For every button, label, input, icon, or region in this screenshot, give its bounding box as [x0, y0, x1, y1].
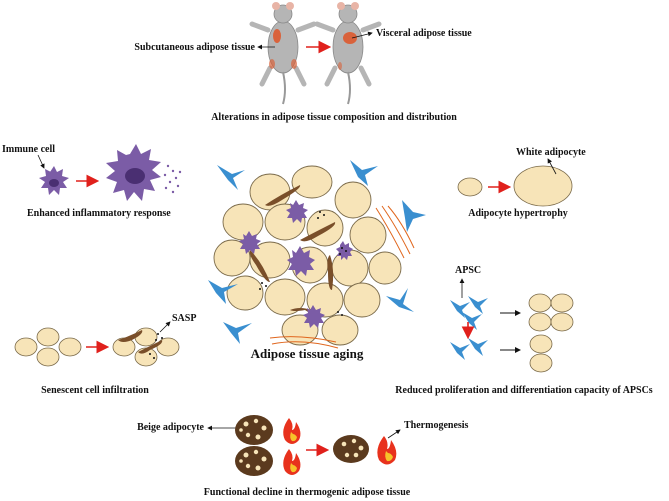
inflammation-caption: Enhanced inflammatory response [27, 208, 171, 219]
thermogenic-caption: Functional decline in thermogenic adipos… [204, 487, 411, 498]
immune-cell-label: Immune cell [2, 144, 55, 155]
immune-cell-large [106, 144, 161, 201]
senescence-cells-after [112, 327, 180, 367]
senescence-cells-before [14, 327, 82, 367]
blue-cells [208, 160, 426, 344]
apsc-caption: Reduced proliferation and differentiatio… [395, 385, 653, 396]
white-adipocyte-pointer [547, 158, 557, 175]
top-caption: Alterations in adipose tissue compositio… [211, 112, 457, 123]
cluster-dots [259, 211, 347, 316]
blood-vessels [269, 205, 415, 349]
immune-pointer [37, 154, 45, 169]
beige-adipocyte-after [333, 435, 369, 463]
flame-after [377, 436, 397, 465]
immune-cell-small [39, 166, 69, 195]
sasp-pointer [159, 321, 171, 333]
beige-adipocyte-label: Beige adipocyte [137, 422, 204, 433]
fibroblasts [249, 185, 336, 318]
subcutaneous-label: Subcutaneous adipose tissue [134, 42, 255, 53]
sasp-label: SASP [172, 313, 196, 324]
large-adipocyte [513, 165, 573, 207]
apsc-label: APSC [455, 265, 481, 276]
senescent-fibroblasts [118, 330, 163, 354]
visceral-pointer [351, 31, 373, 39]
thermogenesis-label: Thermogenesis [404, 420, 469, 431]
cytokine-dots [163, 164, 182, 194]
mouse-right [314, 2, 382, 105]
beige-adipocytes-before [235, 415, 273, 476]
apsc-adipocytes-top [528, 293, 574, 332]
small-adipocyte [457, 177, 483, 197]
mouse-left [249, 2, 317, 105]
senescence-caption: Senescent cell infiltration [41, 385, 149, 396]
sasp-dots [149, 333, 163, 359]
apsc-cells-top [450, 296, 488, 330]
hypertrophy-caption: Adipocyte hypertrophy [468, 208, 568, 219]
thermogenesis-pointer [387, 429, 401, 439]
white-adipocyte-label: White adipocyte [516, 147, 586, 158]
apsc-cells-bottom [450, 338, 488, 360]
center-label: Adipose tissue aging [251, 346, 364, 361]
apsc-adipocytes-bottom [529, 334, 553, 373]
cluster-immune-cells [239, 200, 353, 328]
flames-before [283, 418, 301, 475]
visceral-label: Visceral adipose tissue [376, 28, 472, 39]
